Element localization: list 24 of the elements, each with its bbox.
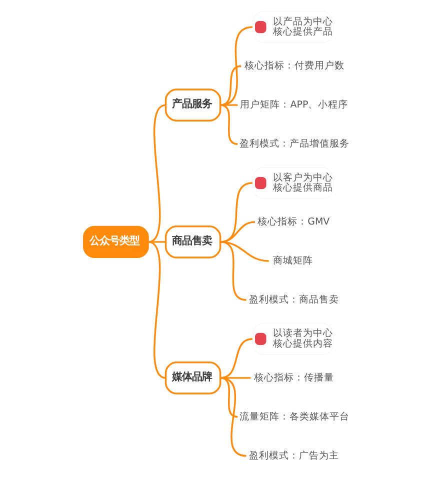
node-text: 盈利模式：广告为主 [248,450,338,462]
node-text: 盈利模式：商品售卖 [248,294,338,306]
node-box: 公众号类型 [82,226,148,258]
connector [220,104,238,106]
connector [220,377,250,379]
connector [220,104,238,145]
node-box: 媒体品牌 [164,361,221,394]
node-text: 用户矩阵：APP、小程序 [240,99,348,110]
node-text: 流量矩阵：各类媒体平台 [238,411,349,422]
node-text: 核心指标：付费用户数 [244,60,344,72]
connector [148,104,166,243]
connector [148,241,166,379]
connector [220,26,252,106]
connector [220,241,246,301]
node-box: 产品服务 [164,88,221,122]
connector [220,338,252,379]
node-text: 盈利模式：产品增值服务 [238,138,349,150]
node-text: 核心指标：GMV [257,216,330,228]
node-text: 商城矩阵 [272,255,313,266]
connector [220,377,246,457]
connector [148,241,166,243]
node-text: 核心指标：传播量 [254,372,334,384]
connector [220,65,241,106]
node-box: 商品售卖 [164,225,221,258]
